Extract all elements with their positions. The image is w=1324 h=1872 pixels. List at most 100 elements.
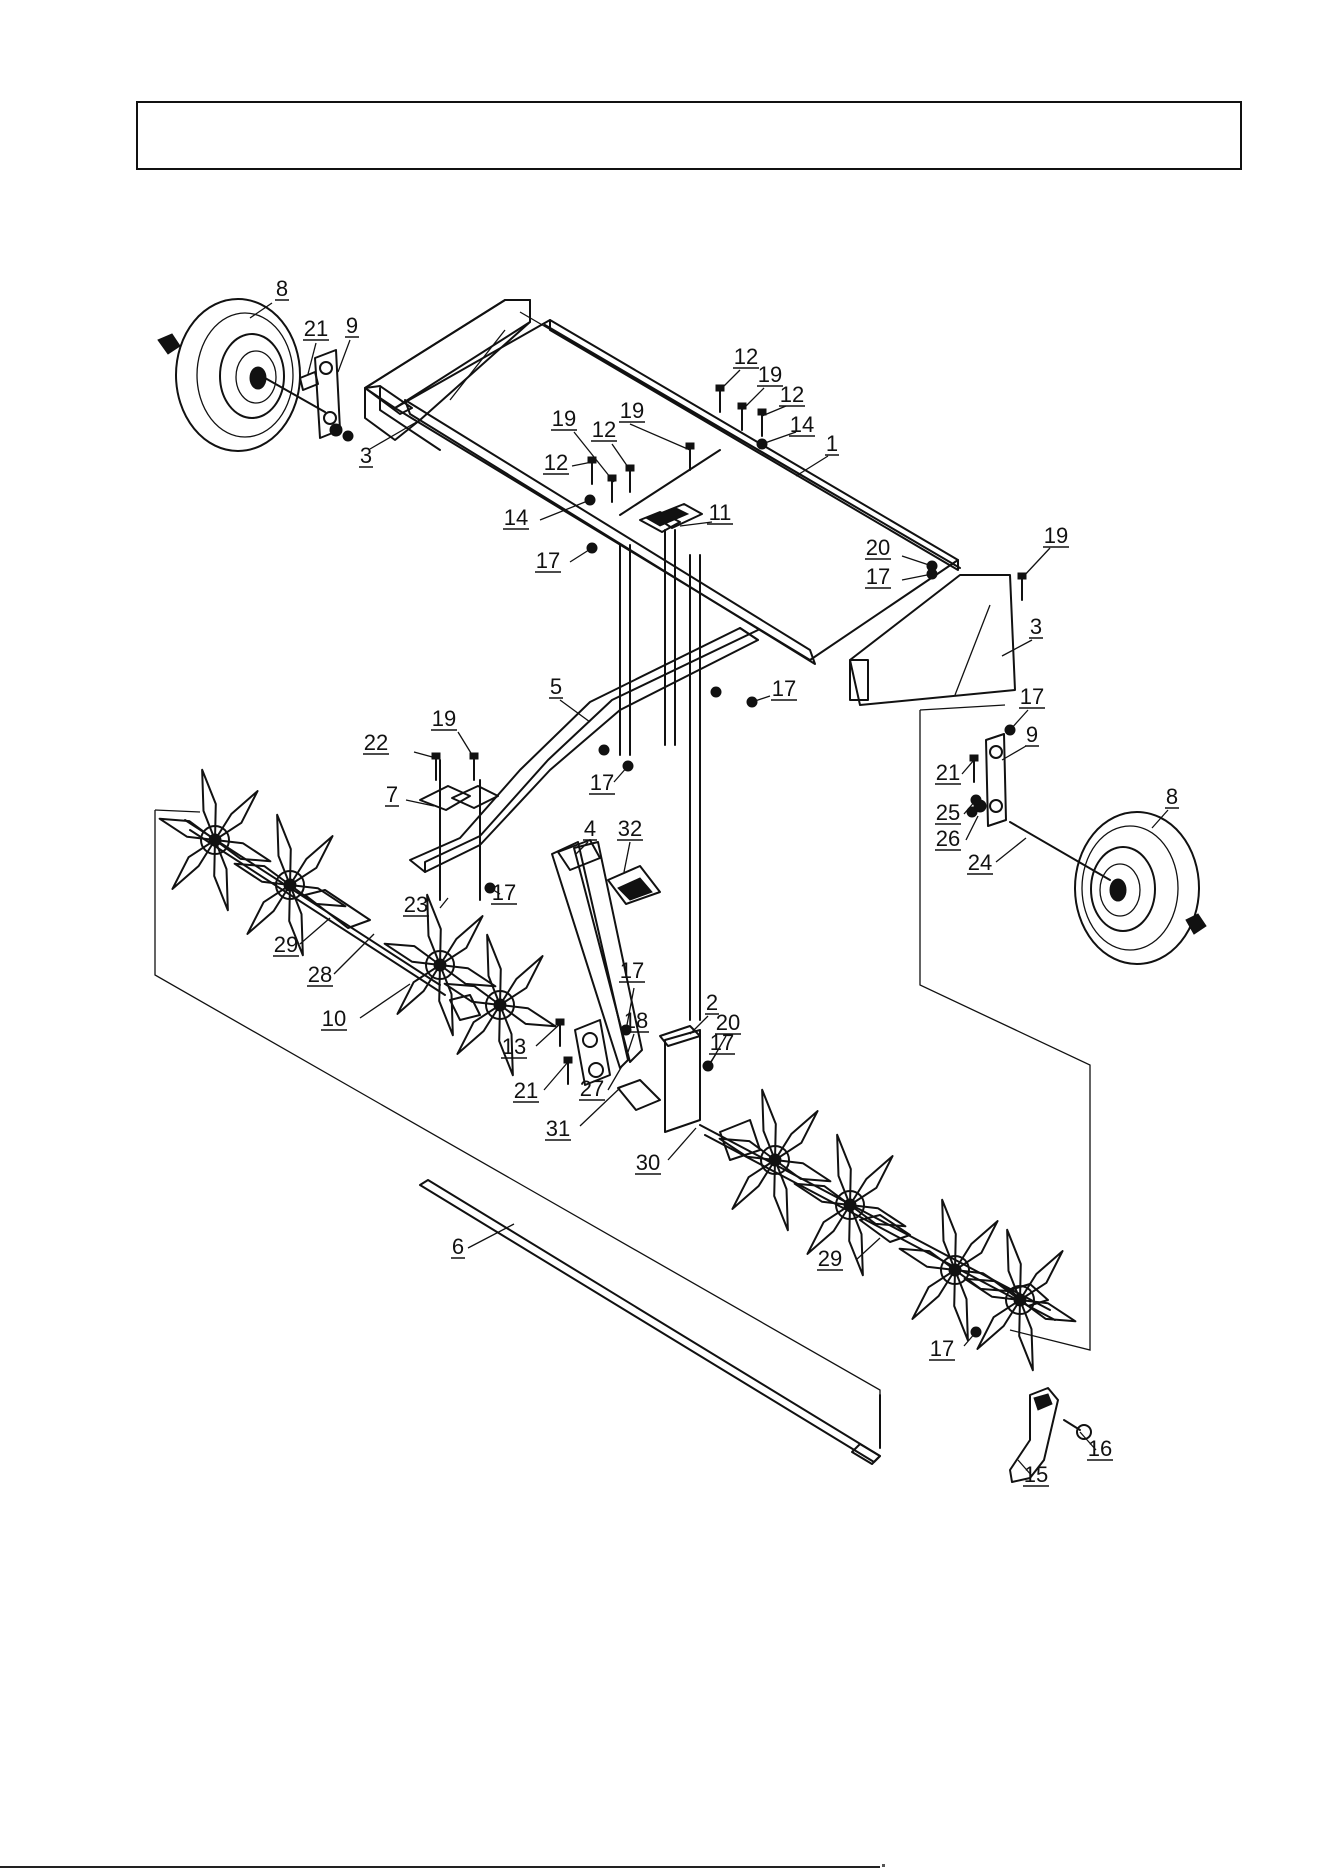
callout-17: 17 [708,1030,735,1066]
callout-29: 29 [817,1238,880,1271]
tine-spike [500,956,543,1005]
callout-leader [612,444,630,470]
tine-disc [965,1230,1076,1370]
callout-label: 1 [826,431,838,456]
wheel-left [158,299,325,451]
callout-label: 30 [636,1150,660,1175]
callout-leader [902,556,932,566]
footer-rule [0,1866,880,1868]
callout-label: 21 [936,760,960,785]
tine-spike [439,965,453,1035]
tine-spike [247,885,290,934]
callout-5: 5 [549,674,590,722]
callout-label: 24 [968,850,992,875]
bolt [758,409,766,436]
callout-label: 25 [936,800,960,825]
tine-spike [775,1111,818,1160]
callout-label: 19 [432,706,456,731]
callout-label: 11 [709,500,732,525]
wheel-arm-right [967,734,1006,826]
callout-27: 27 [579,1066,622,1101]
callout-label: 22 [364,730,388,755]
callout-label: 19 [620,398,644,423]
mount-bracket [660,1026,700,1132]
callout-leader [338,340,350,372]
nut [711,687,721,697]
tine-discs [160,770,1076,1370]
callout-30: 30 [635,1128,696,1175]
callout-leader [458,732,474,758]
callout-label: 19 [552,406,576,431]
callout-label: 12 [780,382,804,407]
tine-spike [912,1270,955,1319]
callout-label: 9 [346,313,358,338]
callout-label: 32 [618,816,642,841]
callout-label: 8 [276,276,288,301]
callout-leader [560,700,590,722]
callout-leader [1002,640,1032,656]
callout-24: 24 [967,838,1026,875]
callout-21: 21 [935,760,974,785]
callout-label: 21 [514,1078,538,1103]
tine-spike [1020,1251,1063,1300]
tine-disc [720,1090,831,1230]
callout-label: 8 [1166,784,1178,809]
callout-2: 2 [690,990,719,1034]
callout-leader [966,816,978,840]
bolt-head [1018,573,1026,579]
callout-leader [742,388,764,410]
bolt-head [758,409,766,415]
callout-6: 6 [451,1224,514,1259]
callout-17: 17 [535,548,592,573]
callout-10: 10 [321,984,410,1031]
tine-hub-center [494,999,506,1011]
tine-blade-detail [1010,1388,1091,1482]
tine-hub-center [434,959,446,971]
callout-8: 8 [250,276,289,318]
callout-leader [614,766,628,782]
callout-23: 23 [403,892,448,917]
callout-label: 28 [308,962,332,987]
tine-hub-center [769,1154,781,1166]
callout-label: 9 [1026,722,1038,747]
callout-label: 17 [590,770,614,795]
tine-spike [850,1156,893,1205]
callout-leader [440,898,448,908]
callout-17: 17 [752,676,797,702]
side-plate-right [850,575,1015,705]
callout-label: 29 [274,932,298,957]
callout-label: 15 [1024,1462,1048,1487]
callout-12: 12 [720,344,759,390]
tine-spike [977,1300,1020,1349]
callout-leader [570,548,592,562]
bolt-head [432,753,440,759]
callout-leader [1002,746,1026,760]
tine-spike [202,770,216,840]
side-plate-left [365,300,530,440]
callout-leader [334,934,374,974]
callout-leader [1022,548,1050,578]
tine-spike [1019,1300,1033,1370]
callout-21: 21 [513,1062,568,1103]
callout-17: 17 [490,880,517,905]
callout-label: 17 [930,1336,954,1361]
callout-label: 27 [580,1076,604,1101]
callout-14: 14 [503,500,590,530]
callout-label: 17 [772,676,796,701]
callout-leader [572,462,592,466]
tine-spike [487,935,501,1005]
callout-label: 21 [304,316,328,341]
callout-9: 9 [338,313,359,372]
bolt [588,457,596,484]
callout-label: 3 [1030,614,1042,639]
callout-15: 15 [1018,1460,1049,1487]
callout-11: 11 [680,500,733,526]
callout-leader [762,432,796,444]
callout-label: 5 [550,674,562,699]
callout-label: 19 [758,362,782,387]
callout-leader [544,1062,568,1090]
callout-leader [628,1034,634,1052]
tine-spike [215,791,258,840]
callout-label: 4 [584,816,596,841]
